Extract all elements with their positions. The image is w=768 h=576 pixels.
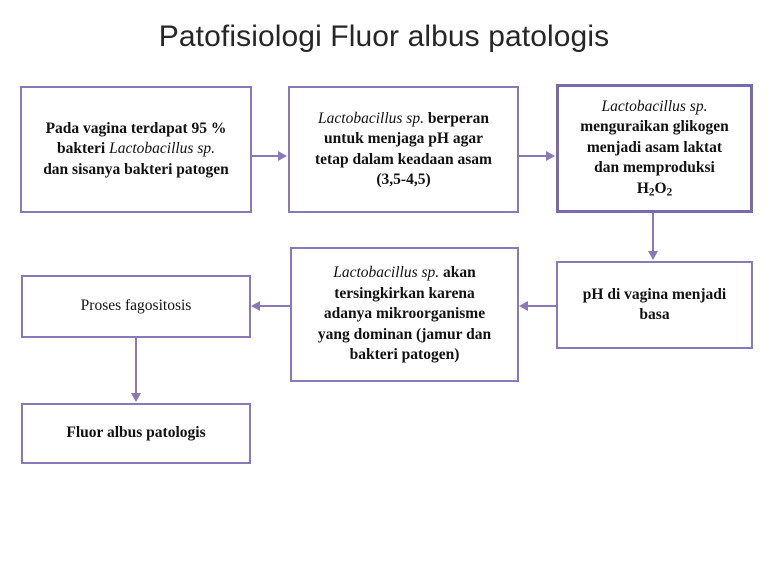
arrow-head-down-icon	[131, 393, 141, 402]
arrow-head-left-icon	[519, 301, 528, 311]
connector-line	[519, 155, 547, 157]
page-title: Patofisiologi Fluor albus patologis	[158, 20, 610, 53]
connector-ph-basa-to-tersingkir-arrow-icon	[519, 301, 556, 311]
flow-node-fluor-label: Fluor albus patologis	[66, 424, 206, 442]
connector-line	[528, 305, 556, 307]
connector-line	[135, 338, 137, 394]
arrow-head-right-icon	[278, 151, 287, 161]
arrow-head-down-icon	[648, 251, 658, 260]
flow-node-fagositosis[interactable]: Proses fagositosis	[21, 275, 251, 338]
connector-ph-asam-to-glikogen-arrow-icon	[519, 151, 556, 161]
connector-tersingkir-to-fagositosis-arrow-icon	[251, 301, 290, 311]
arrow-head-left-icon	[251, 301, 260, 311]
connector-line	[652, 213, 654, 252]
flow-node-fagositosis-label: Proses fagositosis	[80, 297, 192, 315]
arrow-head-right-icon	[546, 151, 555, 161]
connector-bakteri-to-ph-asam-arrow-icon	[252, 151, 288, 161]
connector-line	[260, 305, 290, 307]
flow-node-fluor[interactable]: Fluor albus patologis	[21, 403, 251, 464]
connector-line	[252, 155, 279, 157]
flow-node-bakteri-label: Pada vagina terdapat 95 %bakteri Lactoba…	[43, 119, 229, 178]
connector-glikogen-to-ph-basa-arrow-icon	[648, 213, 658, 261]
flow-node-bakteri[interactable]: Pada vagina terdapat 95 %bakteri Lactoba…	[20, 86, 252, 213]
connector-fagositosis-to-fluor-arrow-icon	[131, 338, 141, 403]
